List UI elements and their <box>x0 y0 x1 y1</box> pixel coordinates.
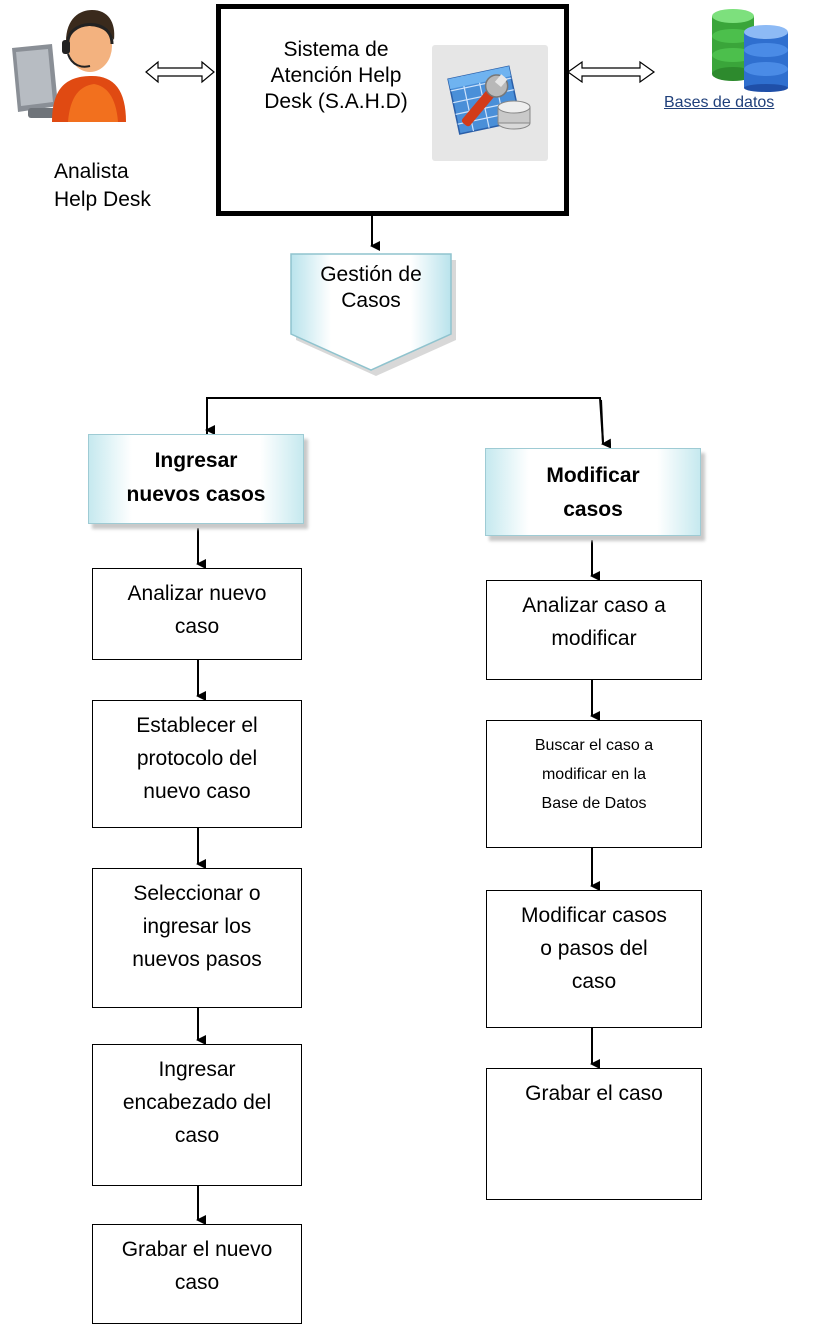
right-step-4-line-1: Grabar el caso <box>525 1082 663 1105</box>
system-title-line-3: Desk (S.A.H.D) <box>264 90 408 113</box>
analyst-label: Analista Help Desk <box>54 158 151 214</box>
right-step-3-line-3: caso <box>571 970 617 993</box>
gestion-label-line-1: Gestión de <box>320 263 422 286</box>
left-header-box: Ingresar nuevos casos <box>88 434 304 524</box>
right-header-box: Modificar casos <box>485 448 701 536</box>
left-step-1: Analizar nuevo caso <box>92 568 302 660</box>
left-step-2: Establecer el protocolo del nuevo caso <box>92 700 302 828</box>
database-label: Bases de datos <box>664 94 775 111</box>
right-step-4: Grabar el caso <box>486 1068 702 1200</box>
analyst-system-double-arrow <box>145 60 215 84</box>
arrow-split-right <box>600 399 612 449</box>
gestion-shape <box>290 253 452 371</box>
right-step-3: Modificar casos o pasos del caso <box>486 890 702 1028</box>
left-step-4-line-3: caso <box>174 1124 220 1147</box>
right-step-1-line-1: Analizar caso a <box>522 594 666 617</box>
left-step-2-line-3: nuevo caso <box>143 780 251 803</box>
left-step-4-line-1: Ingresar <box>158 1058 236 1081</box>
right-step-2-line-1: Buscar el caso a <box>534 737 654 754</box>
left-step-5-line-2: caso <box>174 1271 220 1294</box>
left-step-1-line-1: Analizar nuevo <box>127 582 267 605</box>
left-step-2-line-1: Establecer el <box>136 714 258 737</box>
left-step-3-line-3: nuevos pasos <box>132 948 262 971</box>
right-step-3-line-1: Modificar casos <box>521 904 667 927</box>
right-header-line-2: casos <box>563 498 623 521</box>
left-step-3-line-1: Seleccionar o <box>133 882 261 905</box>
right-step-3-line-2: o pasos del <box>540 937 648 960</box>
gestion-label-line-2: Casos <box>341 289 401 312</box>
system-title: Sistema de Atención Help Desk (S.A.H.D) <box>241 37 431 115</box>
left-header-line-2: nuevos casos <box>126 483 266 506</box>
right-step-2: Buscar el caso a modificar en la Base de… <box>486 720 702 848</box>
system-title-line-2: Atención Help <box>270 64 402 87</box>
system-box: Sistema de Atención Help Desk (S.A.H.D) <box>216 4 569 216</box>
left-step-4-line-2: encabezado del <box>122 1091 272 1114</box>
system-title-line-1: Sistema de <box>283 38 389 61</box>
analyst-label-line-2: Help Desk <box>54 188 151 211</box>
right-step-1: Analizar caso a modificar <box>486 580 702 680</box>
helpdesk-tools-icon <box>432 45 548 161</box>
left-step-1-line-2: caso <box>174 615 220 638</box>
left-header-line-1: Ingresar <box>154 449 238 472</box>
database-icon <box>700 2 810 92</box>
gestion-label: Gestión de Casos <box>291 262 451 314</box>
system-database-double-arrow <box>566 60 656 84</box>
right-step-2-line-3: Base de Datos <box>541 795 647 812</box>
right-step-1-line-2: modificar <box>551 627 637 650</box>
left-step-4: Ingresar encabezado del caso <box>92 1044 302 1186</box>
left-step-2-line-2: protocolo del <box>136 747 258 770</box>
analyst-label-line-1: Analista <box>54 160 129 183</box>
analyst-icon <box>8 4 128 122</box>
left-step-3-line-2: ingresar los <box>142 915 252 938</box>
right-step-2-line-2: modificar en la <box>541 766 647 783</box>
left-step-5: Grabar el nuevo caso <box>92 1224 302 1324</box>
left-step-5-line-1: Grabar el nuevo <box>121 1238 273 1261</box>
left-step-3: Seleccionar o ingresar los nuevos pasos <box>92 868 302 1008</box>
right-header-line-1: Modificar <box>546 464 640 487</box>
